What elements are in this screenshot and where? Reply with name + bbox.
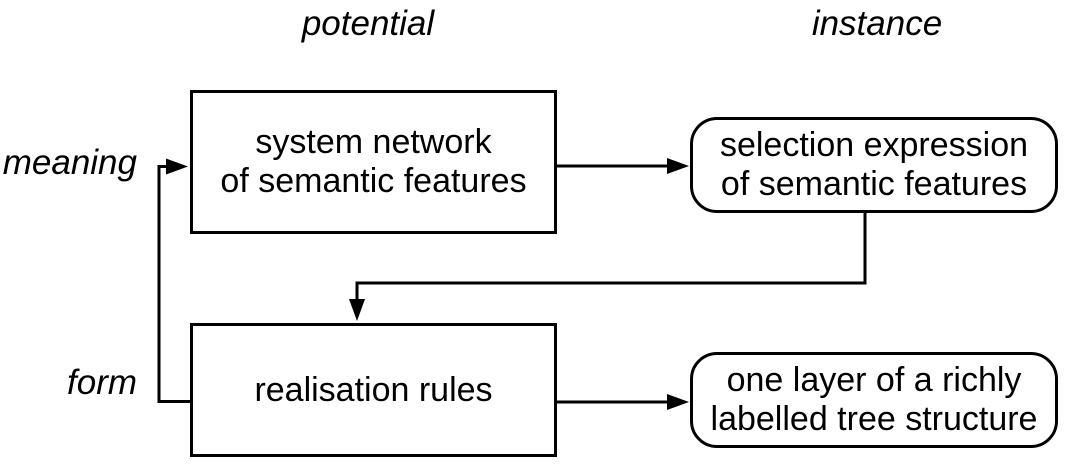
column-header-instance: instance	[811, 4, 943, 43]
row-label-meaning: meaning	[2, 143, 137, 182]
column-header-potential: potential	[301, 4, 435, 43]
box-selection-expression: selection expression of semantic feature…	[690, 117, 1058, 213]
arrowhead-right-icon	[166, 158, 188, 175]
box-realisation-rules: realisation rules	[190, 323, 557, 457]
box-system-network: system network of semantic features	[190, 90, 557, 234]
arrow-system-to-selection	[556, 158, 689, 174]
box-one-layer: one layer of a richly labelled tree stru…	[690, 352, 1058, 448]
box-system-network-line1: system network	[255, 123, 492, 161]
row-label-form: form	[67, 363, 137, 402]
box-one-layer-line2: labelled tree structure	[710, 400, 1038, 438]
arrow-realisation-to-system	[157, 158, 191, 403]
arrowhead-right-icon	[667, 394, 689, 410]
box-one-layer-line1: one layer of a richly	[726, 361, 1022, 399]
box-selection-expression-line2: of semantic features	[720, 165, 1028, 203]
box-system-network-line2: of semantic features	[220, 162, 527, 200]
arrowhead-down-icon	[349, 299, 365, 321]
box-realisation-rules-line1: realisation rules	[254, 370, 493, 409]
arrowhead-right-icon	[667, 158, 689, 174]
arrow-realisation-to-onelayer	[556, 394, 689, 410]
box-selection-expression-line1: selection expression	[719, 126, 1029, 164]
